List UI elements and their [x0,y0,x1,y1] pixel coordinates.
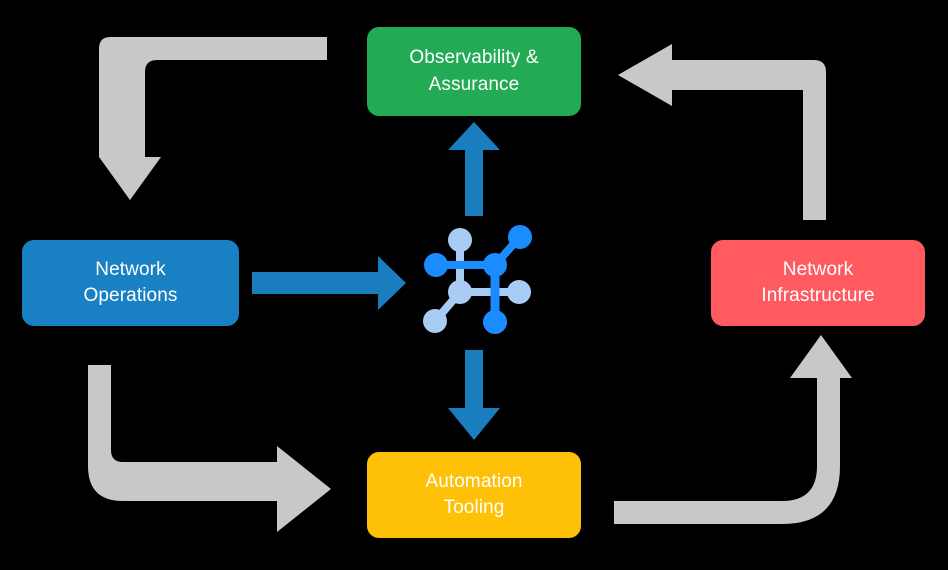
gray-arrow-operations-to-automation [88,365,331,532]
gray-arrow-top-left-bend [99,37,145,157]
topology-node-top-right [508,225,532,249]
topology-node-top-left [448,228,472,252]
topology-node-center-bottom-left [448,280,472,304]
gray-arrow-observability-to-operations [99,60,201,200]
gray-arrow-infrastructure-to-observability [618,44,826,157]
gray-arrow-top-right-segment [803,90,826,220]
network-topology-icon [423,225,532,334]
topology-node-left [424,253,448,277]
blue-arrow-center-to-observability [448,122,500,216]
node-label-automation-tooling: Automation Tooling [425,470,523,518]
blue-arrow-center-to-automation [448,350,500,440]
node-box-automation-tooling[interactable]: Automation Tooling [367,452,581,538]
topology-node-right-lower [507,280,531,304]
node-label-network-operations: Network Operations [83,258,178,306]
node-label-observability-assurance: Observability & Assurance [409,47,539,95]
node-label-network-infrastructure: Network Infrastructure [761,258,875,306]
node-box-network-infrastructure[interactable]: Network Infrastructure [711,240,925,326]
blue-arrow-operations-to-center [252,256,406,310]
node-box-observability-assurance[interactable]: Observability & Assurance [367,27,581,116]
topology-node-bottom-right [483,310,507,334]
topology-node-hub [483,253,507,277]
node-box-network-operations[interactable]: Network Operations [22,240,239,326]
gray-arrow-top-left-segment [145,37,327,60]
topology-node-bottom-left [423,309,447,333]
gray-arrow-automation-to-infrastructure [614,335,852,524]
